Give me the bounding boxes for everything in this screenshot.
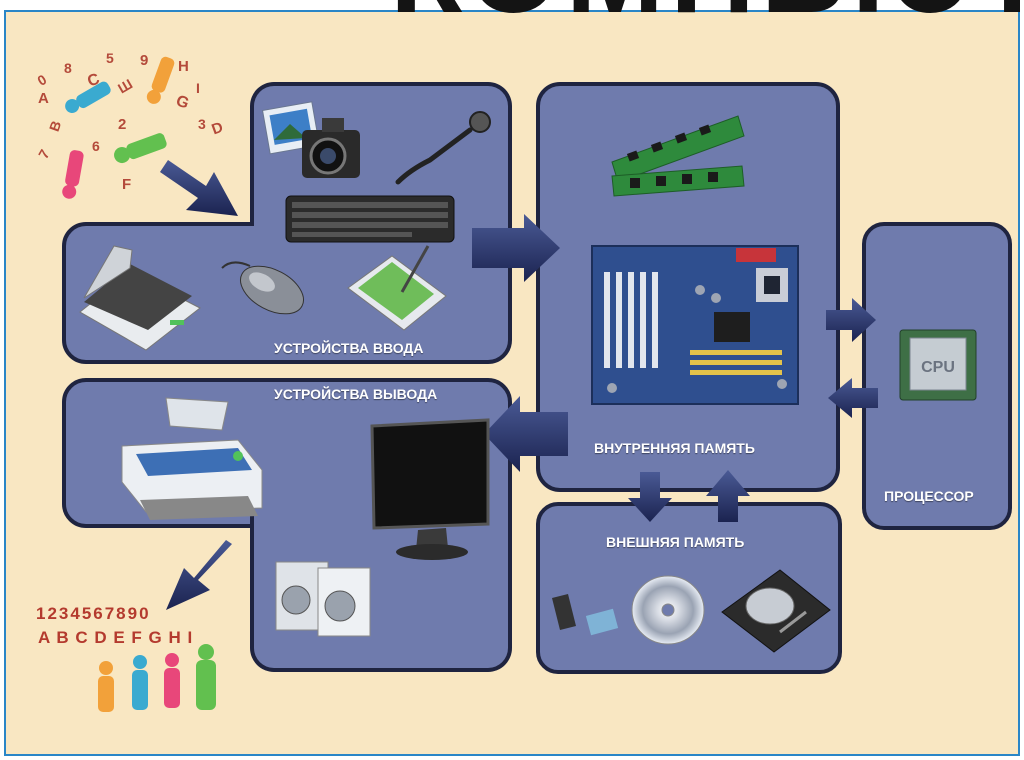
input-glyph: 2 [118,116,127,133]
cpu-icon [899,329,977,401]
processor-label: ПРОЦЕССОР [884,488,974,504]
arrow-to-memory-icon [472,214,560,282]
input-people-icon [62,56,175,199]
monitor-icon [370,418,490,560]
input-glyph: I [196,80,200,96]
ram-icon [611,115,745,197]
graphics-tablet-icon [347,245,447,331]
arrow-down-external-icon [628,472,672,522]
external-memory-label: ВНЕШНЯЯ ПАМЯТЬ [606,534,745,550]
printer-icon [121,397,263,520]
arrow-to-processor-icon [826,298,876,342]
output-digits: 1234567890 [36,604,151,623]
flash-drive-icon [552,594,619,636]
motherboard-icon [591,245,799,405]
input-glyph: 9 [140,52,149,69]
output-devices-label: УСТРОЙСТВА ВЫВОДА [274,386,438,402]
arrow-from-processor-icon [828,378,878,418]
hard-drive-icon [721,569,831,653]
cd-icon [631,575,705,645]
page-title: КОМПЬЮТ [390,0,1020,22]
arrow-up-internal-icon [706,470,750,522]
cpu-chip-text: CPU [921,359,955,376]
people-icon [98,644,216,712]
scanner-icon [79,245,201,351]
arrow-input-in-icon [160,160,238,216]
input-glyph: 3 [198,116,206,132]
input-glyph: F [122,176,132,193]
arrow-to-output-icon [484,396,568,472]
camera-icon [302,118,360,178]
microphone-icon [395,111,491,185]
input-glyph: 6 [92,138,100,154]
input-glyph: H [178,58,189,75]
input-glyph: 5 [106,50,114,66]
keyboard-icon [285,195,455,243]
input-devices-label: УСТРОЙСТВА ВВОДА [274,340,424,356]
speakers-icon [275,561,371,637]
output-letters: A B C D E F G H I [38,628,194,647]
arrow-output-out-icon [166,540,232,610]
input-glyph: 8 [64,60,72,76]
mouse-icon [221,261,304,315]
internal-memory-label: ВНУТРЕННЯЯ ПАМЯТЬ [594,440,755,456]
input-glyph: A [38,90,49,107]
